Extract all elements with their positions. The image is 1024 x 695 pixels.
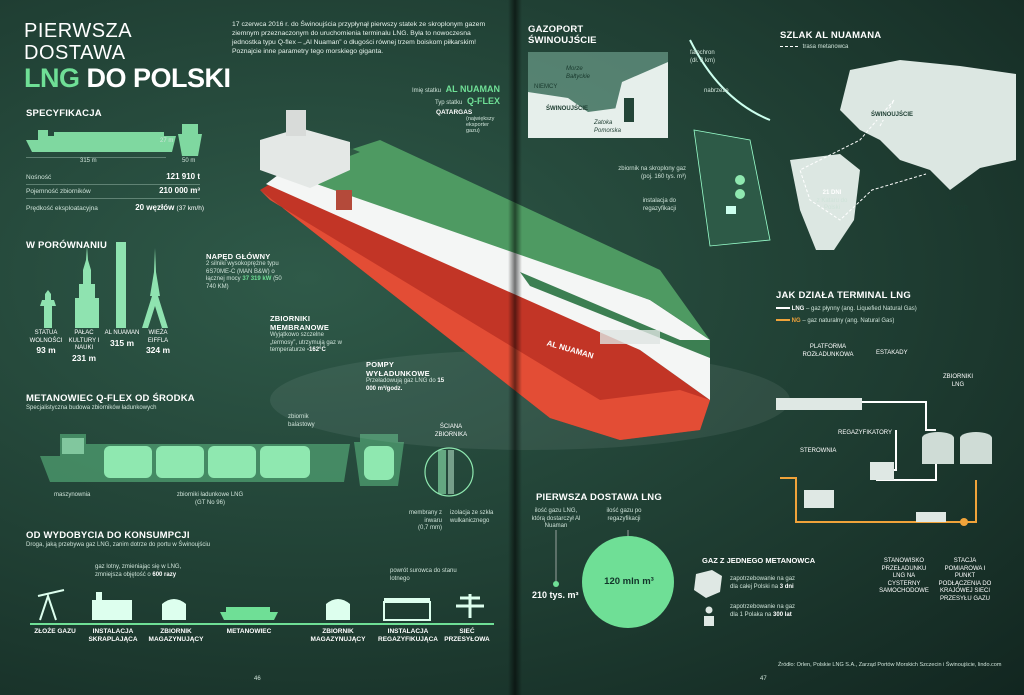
chain-note-2: powrót surowca do stanu lotnego	[390, 568, 457, 582]
comparison-item-3: WIEŻA EIFFLA 324 m	[145, 330, 171, 355]
map-sea: Morze Bałtyckie	[566, 66, 591, 80]
port-detail	[689, 39, 771, 247]
insulation-label: izolacja ze szkła wulkanicznego	[450, 510, 494, 524]
port-map	[528, 52, 668, 138]
chain-step-4: ZBIORNIK MAGAZYNUJĄCY	[310, 628, 366, 643]
page-number-left: 46	[254, 676, 261, 682]
chain-icons	[37, 589, 484, 621]
terminal-heading: JAK DZIAŁA TERMINAL LNG	[776, 290, 911, 301]
ship-illustration	[260, 110, 790, 450]
cross-sub: Specjalistyczna budowa zbiorników ładunk…	[26, 405, 157, 411]
delivery-lng-value: 210 tys. m³	[532, 590, 579, 600]
terminal-control: STEROWNIA	[800, 448, 837, 454]
poland-map-icon	[694, 570, 722, 598]
terminal-key-ng: NG – gaz naturalny (ang. Natural Gas)	[776, 318, 894, 326]
drive-callout: NAPĘD GŁÓWNY 2 silniki wysokoprężne typu…	[206, 252, 282, 290]
intro-text: 17 czerwca 2016 r. do Świnoujścia przypł…	[232, 21, 486, 55]
comparison-item-2: AL NUAMAN 315 m	[104, 330, 140, 348]
source-note: Źródło: Orlen, Polskie LNG S.A., Zarząd …	[778, 662, 1002, 668]
chain-sub: Droga, jaką przebywa gaz LNG, zanim dotr…	[26, 542, 211, 548]
terminal-platform: PLATFORMA ROZŁADUNKOWA	[802, 344, 854, 358]
page-fold	[508, 0, 522, 695]
tanks-callout: ZBIORNIKI MEMBRANOWE Wyjątkowo szczelne …	[270, 314, 343, 353]
title-lng: LNG	[24, 63, 80, 93]
delivery-circles	[553, 530, 674, 628]
ship-name-block: Imię statku AL NUAMAN Typ statku Q-FLEX …	[411, 84, 500, 134]
cross-heading: METANOWIEC Q-FLEX OD ŚRODKA	[26, 393, 195, 404]
wall-label: ŚCIANA ZBIORNIKA	[434, 424, 468, 438]
chain-step-2: ZBIORNIK MAGAZYNUJĄCY	[148, 628, 204, 643]
breakwater-label: falochron (dł. 3 km)	[690, 50, 716, 64]
comparison-item-0: STATUA WOLNOŚCI 93 m	[29, 330, 63, 355]
comparison-silhouettes	[40, 242, 168, 328]
chain-step-1: INSTALACJA SKRAPLAJĄCA	[88, 628, 138, 643]
ship-length-label: 315 m	[80, 158, 97, 164]
comparison-item-1: PAŁAC KULTURY I NAUKI 231 m	[68, 330, 100, 363]
ship-height-label: 27 m	[160, 138, 174, 144]
one-ship-heading: GAZ Z JEDNEGO METANOWCA	[702, 556, 816, 565]
engine-label: maszynownia	[54, 492, 91, 498]
port-tank-label: zbiornik na skroplony gaz (poj. 160 tys.…	[618, 166, 686, 180]
terminal-tanks: ZBIORNIKI LNG	[942, 374, 973, 388]
delivery-heading: PIERWSZA DOSTAWA LNG	[536, 492, 662, 503]
route-days: 21 DNI z Kataru do Polski	[816, 190, 848, 211]
tanks-label: zbiorniki ładunkowe LNG (GT No 96)	[176, 492, 244, 506]
chain-step-0: ZŁOŻE GAZU	[34, 628, 76, 635]
delivery-gas-value: 120 mln m³	[604, 576, 654, 587]
spec-heading: SPECYFIKACJA	[26, 108, 102, 119]
title-line1: PIERWSZA DOSTAWA	[24, 20, 131, 64]
pier-label: nabrzeże	[704, 88, 729, 94]
pumps-callout: POMPY WYŁADUNKOWE Przeładowują gaz LNG d…	[366, 360, 445, 392]
comparison-heading: W PORÓWNANIU	[26, 240, 108, 251]
map-city: ŚWINOUJŚCIE	[546, 106, 589, 112]
chain-step-3: METANOWIEC	[226, 628, 272, 635]
title-do-polski: DO POLSKI	[86, 63, 232, 93]
map-germany: NIEMCY	[534, 84, 558, 90]
terminal-truck: STANOWISKO PRZEŁADUNKU LNG NA CYSTERNY S…	[879, 558, 929, 594]
route-origin: KATAR	[948, 206, 969, 212]
world-map	[790, 60, 1016, 250]
membrane-label: membrany z inwaru (0,7 mm)	[408, 510, 442, 531]
page-number-right: 47	[760, 676, 767, 682]
delivery-lng-label: ilość gazu LNG, którą dostarczył Al Nuam…	[531, 508, 581, 529]
chain-heading: OD WYDOBYCIA DO KONSUMPCJI	[26, 530, 190, 541]
terminal-key-lng: LNG – gaz płynny (ang. Liquefied Natural…	[776, 306, 917, 314]
tank-wall-detail	[424, 447, 474, 497]
map-bay: Zatoka Pomorska	[594, 120, 622, 134]
route-dest: ŚWINOUJŚCIE	[870, 112, 915, 120]
use-person: zapotrzebowanie na gaz dla 1 Polaka na 3…	[730, 604, 796, 618]
chain-step-5: INSTALACJA REGAZYFIKUJĄCA	[378, 628, 438, 643]
ship-front-silhouette	[178, 124, 202, 156]
ballast-label: zbiornik balastowy	[288, 414, 315, 428]
terminal-regas: REGAZYFIKATORY	[838, 430, 893, 436]
use-poland: zapotrzebowanie na gaz dla całej Polski …	[730, 576, 796, 590]
chain-note-1: gaz lotny, zmieniając się w LNG, zmniejs…	[95, 564, 182, 578]
ship-side-silhouette	[26, 130, 176, 152]
port-heading: GAZOPORT ŚWINOUJŚCIE	[528, 24, 597, 46]
port-regas-label: instalacja do regazyfikacji	[642, 198, 676, 212]
route-legend: trasa metanowca	[780, 44, 848, 52]
terminal-diagram	[776, 398, 992, 526]
chain-step-6: SIEĆ PRZESYŁOWA	[444, 628, 490, 643]
route-heading: SZLAK AL NUAMANA	[780, 30, 882, 41]
ship-cross-section	[40, 434, 350, 482]
page-title: PIERWSZA DOSTAWA LNG DO POLSKI	[24, 20, 234, 92]
delivery-gas-label: ilość gazu po regazyfikacji	[606, 508, 642, 522]
terminal-trestle: ESTAKADY	[876, 350, 908, 356]
ship-width-label: 50 m	[182, 158, 196, 164]
ship-front-section	[354, 434, 404, 486]
person-icon	[704, 606, 714, 626]
terminal-meter: STACJA POMIAROWA I PUNKT PODŁĄCZENIA DO …	[938, 558, 992, 602]
